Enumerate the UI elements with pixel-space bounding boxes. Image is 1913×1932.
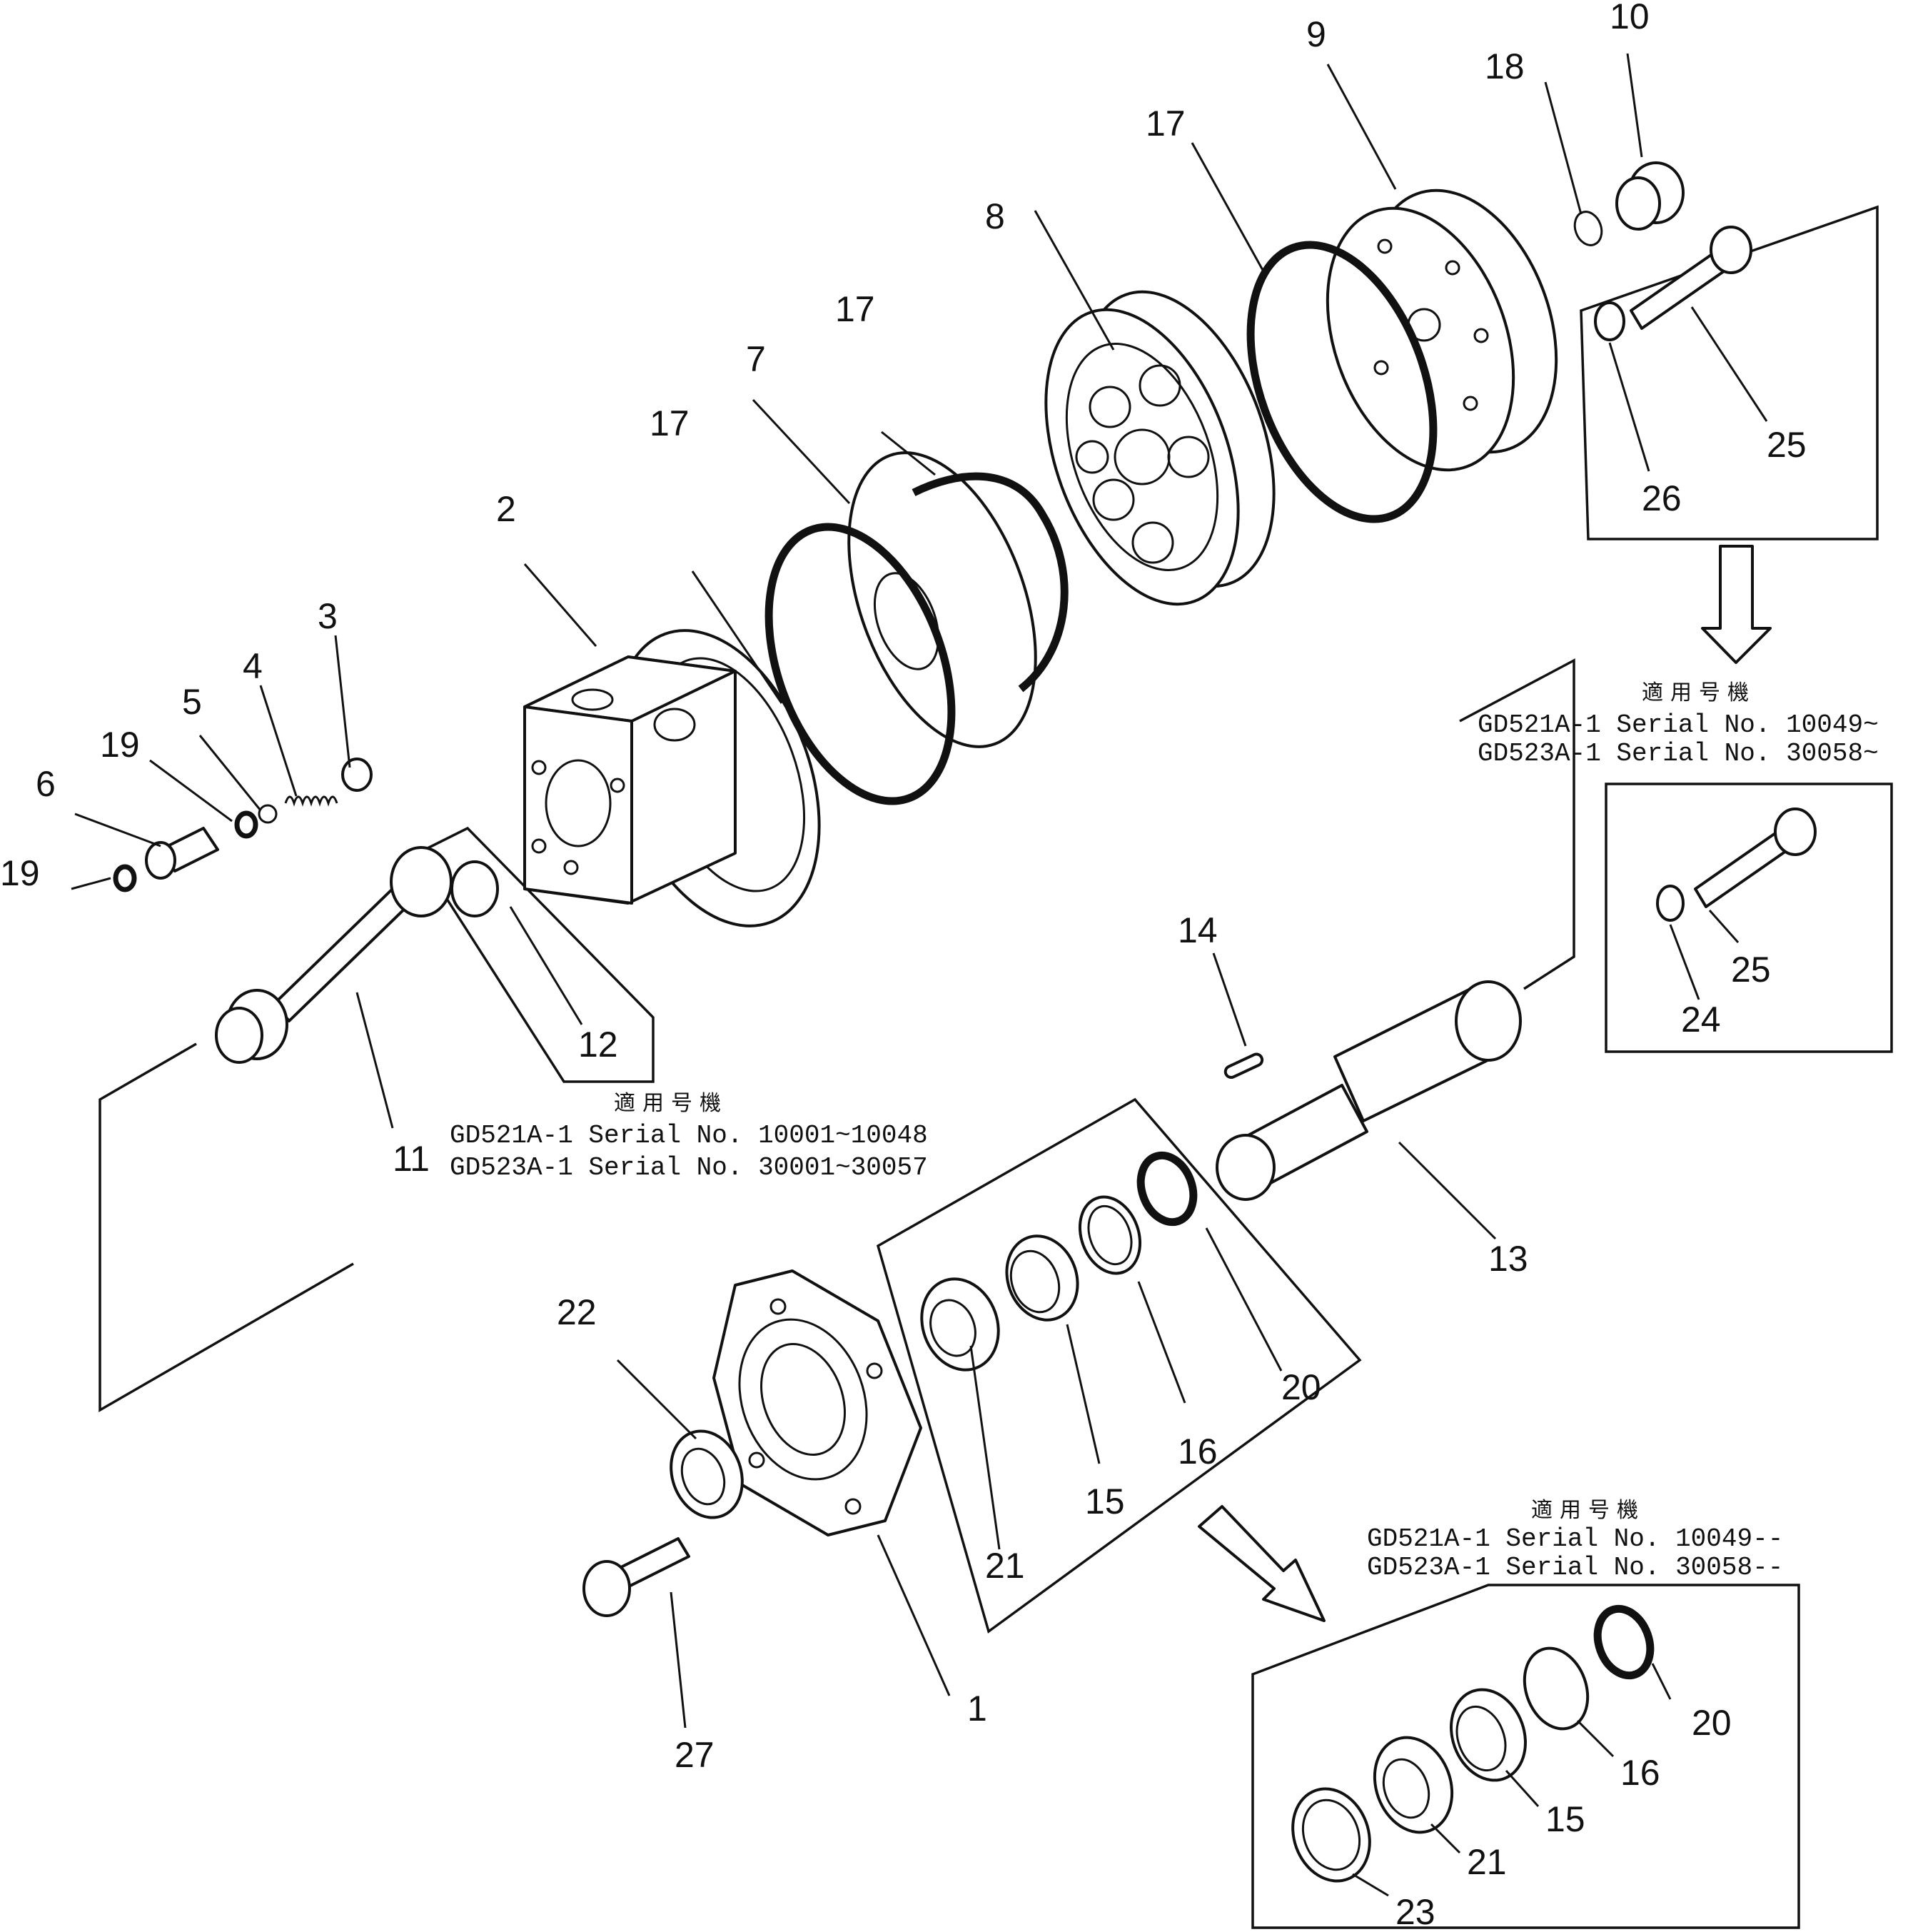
- note-bearing-heading: 適用号機: [1531, 1498, 1645, 1523]
- callout-14: 14: [1178, 910, 1218, 950]
- part-13-shaft: [1216, 980, 1522, 1201]
- callout-25-top: 25: [1767, 425, 1807, 465]
- callout-17-mid: 17: [835, 289, 875, 329]
- part-16-spacer: [1078, 1195, 1142, 1275]
- part-10-plug: [1615, 161, 1685, 231]
- callout-15: 15: [1085, 1481, 1125, 1521]
- part-26-washer-top: [1594, 301, 1625, 341]
- callout-17-left: 17: [650, 403, 690, 443]
- group-leaders: [71, 53, 1768, 1897]
- callout-2: 2: [496, 489, 516, 529]
- callout-6: 6: [36, 764, 56, 804]
- frame-bearing-group: [876, 1097, 1362, 1634]
- part-11-driveshaft: [215, 846, 453, 1064]
- part-24-washer-inset: [1656, 885, 1685, 922]
- part-7-plate: [847, 451, 1037, 748]
- note-new-bolt: 適用号機 GD521A-1 Serial No. 10049~ GD523A-1…: [1478, 680, 1879, 768]
- note-bolt-heading: 適用号機: [1642, 680, 1756, 705]
- part-5-ball: [258, 804, 278, 824]
- inset-callout-15: 15: [1545, 1799, 1585, 1839]
- part-22-seal: [670, 1429, 744, 1519]
- part-21-bearing: [920, 1277, 1000, 1372]
- callout-8: 8: [985, 196, 1005, 236]
- part-25-bolt-top: [1630, 226, 1752, 330]
- part-14-key: [1223, 1052, 1264, 1080]
- group-frames: [99, 205, 1893, 1929]
- callout-21: 21: [985, 1546, 1025, 1586]
- frame-part-12: [415, 826, 655, 1083]
- part-19-oring-b: [113, 864, 137, 892]
- part-9-endcap: [1326, 188, 1558, 472]
- note-old-line2: GD523A-1 Serial No. 30001~30057: [450, 1153, 928, 1182]
- part-19-oring-a: [234, 810, 258, 839]
- inset-part-23-ring: [1291, 1787, 1371, 1883]
- inset-part-15-seal: [1450, 1688, 1527, 1782]
- frame-inset-bolt: [1605, 783, 1893, 1053]
- callout-3: 3: [318, 596, 338, 636]
- frame-inset-bearing: [1251, 1584, 1800, 1929]
- part-27-bolt: [582, 1537, 690, 1617]
- part-1-flange: [712, 1269, 922, 1536]
- note-bearing-line1: GD521A-1 Serial No. 10049--: [1367, 1524, 1783, 1554]
- callout-19-lower: 19: [0, 853, 40, 893]
- oring-17-left: [764, 523, 956, 805]
- arrow-down-icon: [1701, 545, 1772, 664]
- arrow-diagonal-icon: [1198, 1505, 1326, 1622]
- part-18-oring: [1573, 211, 1603, 246]
- callout-13: 13: [1488, 1239, 1528, 1279]
- inset-callout-16: 16: [1620, 1753, 1660, 1793]
- part-12-plug: [450, 860, 499, 917]
- part-6-plug: [145, 827, 219, 880]
- group-callouts: 1 2 3 4 5 6 7 8 9 10 11 12 13 14 15 16 1…: [0, 0, 1807, 1932]
- bracket-shaft-11: [99, 1042, 354, 1413]
- inset-callout-23: 23: [1395, 1892, 1435, 1932]
- oring-17-mid: [912, 472, 1069, 693]
- callout-5: 5: [182, 682, 202, 722]
- callout-26: 26: [1642, 478, 1682, 518]
- callout-16: 16: [1178, 1432, 1218, 1471]
- callout-19-upper: 19: [100, 725, 140, 765]
- part-3-seat: [341, 758, 373, 792]
- callout-10: 10: [1610, 0, 1650, 36]
- callout-18: 18: [1485, 46, 1525, 86]
- inset-callout-24: 24: [1681, 1000, 1721, 1040]
- inset-callout-25: 25: [1731, 950, 1771, 990]
- part-17-orings: [764, 241, 1438, 805]
- inset-callout-21: 21: [1467, 1842, 1507, 1882]
- frame-bolt-top: [1580, 205, 1879, 540]
- oring-17-right: [1246, 241, 1438, 523]
- group-arrows: [1198, 545, 1772, 1622]
- part-8-gerotor: [1044, 290, 1276, 606]
- part-25-bolt-inset: [1694, 807, 1817, 908]
- callout-1: 1: [967, 1689, 987, 1729]
- note-bearing-line2: GD523A-1 Serial No. 30058--: [1367, 1553, 1783, 1582]
- note-new-bearing: 適用号機 GD521A-1 Serial No. 10049-- GD523A-…: [1367, 1498, 1783, 1582]
- callout-7: 7: [746, 339, 766, 379]
- inset-part-21-bearing: [1373, 1736, 1454, 1834]
- part-4-spring: [284, 795, 338, 807]
- note-old-line1: GD521A-1 Serial No. 10001~10048: [450, 1121, 928, 1150]
- callout-22: 22: [557, 1292, 597, 1332]
- callout-20: 20: [1281, 1367, 1321, 1407]
- note-bolt-line1: GD521A-1 Serial No. 10049~: [1478, 710, 1879, 740]
- note-bolt-line2: GD523A-1 Serial No. 30058~: [1478, 739, 1879, 768]
- inset-part-16-spacer: [1523, 1646, 1590, 1731]
- bracket-shaft-13: [1459, 658, 1575, 990]
- callout-27: 27: [675, 1735, 715, 1775]
- part-15-seal: [1005, 1234, 1079, 1322]
- callout-4: 4: [243, 646, 263, 686]
- part-2-housing: [523, 629, 821, 927]
- callout-12: 12: [578, 1025, 618, 1065]
- part-20-oring: [1136, 1151, 1198, 1227]
- callout-9: 9: [1306, 14, 1326, 54]
- inset-part-20-oring: [1593, 1604, 1655, 1680]
- note-old-heading: 適用号機: [614, 1091, 728, 1116]
- callout-11: 11: [393, 1139, 430, 1179]
- note-old-serials: 適用号機 GD521A-1 Serial No. 10001~10048 GD5…: [450, 1091, 928, 1182]
- inset-callout-20: 20: [1692, 1703, 1732, 1743]
- callout-17-right: 17: [1146, 104, 1186, 144]
